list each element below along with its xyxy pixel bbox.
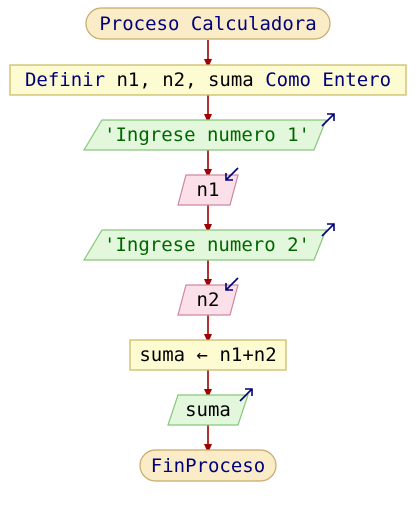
end-node: FinProceso (139, 449, 277, 482)
read2-text: n2 (197, 289, 220, 311)
input-arrow-icon (225, 277, 239, 291)
read1-node: n1 (177, 167, 239, 206)
start-keyword: Proceso (99, 13, 179, 35)
assign-expression: n1+n2 (219, 344, 276, 366)
write1-shape (82, 119, 327, 151)
assign-shape (129, 339, 287, 371)
end-keyword: FinProceso (151, 455, 265, 477)
read2-shape (177, 284, 239, 316)
write2-node: 'Ingrese numero 2' (82, 223, 335, 261)
svg-text:suma ← n1+n2: suma ← n1+n2 (139, 344, 276, 366)
svg-text:Proceso Calculadora: Proceso Calculadora (99, 13, 316, 35)
start-shape (85, 7, 331, 40)
end-shape (139, 449, 277, 482)
svg-text:Definir n1, n2, suma Como Ente: Definir n1, n2, suma Como Entero (25, 69, 391, 91)
define-type: Como Entero (265, 69, 391, 91)
write2-shape (82, 229, 327, 261)
write3-text: suma (185, 399, 231, 421)
output-arrow-icon (321, 113, 335, 127)
write2-text: 'Ingrese numero 2' (104, 234, 310, 256)
start-process-name: Calculadora (191, 13, 317, 35)
assign-arrow-icon: ← (197, 344, 208, 366)
define-keyword: Definir (25, 69, 105, 91)
input-arrow-icon (225, 167, 239, 181)
output-arrow-icon (321, 223, 335, 237)
define-node: Definir n1, n2, suma Como Entero (9, 64, 407, 96)
define-variables: n1, n2, suma (116, 69, 253, 91)
define-shape (9, 64, 407, 96)
output-arrow-icon (239, 388, 253, 402)
assign-node: suma ← n1+n2 (129, 339, 287, 371)
write1-node: 'Ingrese numero 1' (82, 113, 335, 151)
write1-text: 'Ingrese numero 1' (104, 124, 310, 146)
read1-shape (177, 174, 239, 206)
read1-text: n1 (197, 179, 220, 201)
write3-node: suma (167, 388, 253, 426)
read2-node: n2 (177, 277, 239, 316)
write3-shape (167, 394, 249, 426)
assign-target: suma (139, 344, 185, 366)
start-node: Proceso Calculadora (85, 7, 331, 40)
